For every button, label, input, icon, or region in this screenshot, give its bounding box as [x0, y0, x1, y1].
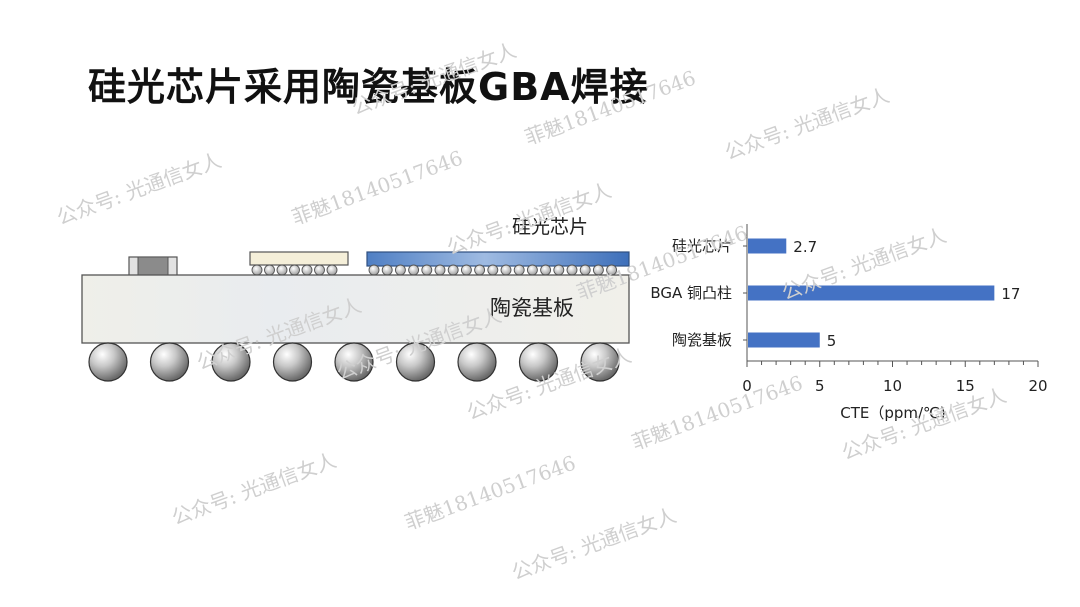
watermark-text: 菲魅18140517646	[522, 66, 699, 150]
x-tick-label: 5	[815, 377, 825, 395]
x-tick-label: 0	[742, 377, 752, 395]
small-component-core	[137, 256, 169, 277]
micro-bump	[447, 264, 459, 276]
micro-bump	[540, 264, 552, 276]
slide-title: 硅光芯片采用陶瓷基板GBA焊接	[88, 65, 649, 109]
micro-bump	[474, 264, 486, 276]
category-label: 硅光芯片	[672, 237, 732, 255]
x-axis-label: CTE（ppm/℃)	[840, 404, 946, 422]
watermark-text: 公众号: 光通信女人	[54, 148, 225, 230]
watermark-text: 菲魅18140517646	[289, 146, 466, 230]
micro-bump	[301, 264, 313, 276]
micro-bump	[394, 264, 406, 276]
micro-bump	[381, 264, 393, 276]
chip-label: 硅光芯片	[512, 216, 588, 238]
micro-bump	[264, 264, 275, 276]
x-tick-label: 20	[1028, 377, 1047, 395]
bar	[748, 285, 995, 301]
micro-bump	[408, 264, 420, 276]
micro-bump	[289, 264, 300, 276]
watermark-text: 菲魅18140517646	[402, 451, 579, 535]
category-label: BGA 铜凸柱	[650, 284, 732, 302]
value-label: 17	[1001, 285, 1020, 303]
watermark-text: 公众号: 光通信女人	[444, 178, 615, 260]
bga-ball	[211, 342, 251, 382]
watermark-text: 公众号: 光通信女人	[349, 38, 520, 120]
bga-solder-balls	[88, 342, 620, 382]
bga-ball	[457, 342, 497, 382]
bar	[748, 238, 787, 254]
watermark-text: 公众号: 光通信女人	[169, 448, 340, 530]
micro-bump	[487, 264, 499, 276]
micro-bump	[326, 264, 338, 276]
bga-ball	[580, 342, 620, 382]
substrate-label: 陶瓷基板	[490, 296, 574, 320]
watermark-text: 公众号: 光通信女人	[509, 503, 680, 585]
bga-ball	[395, 342, 436, 382]
watermark-text: 公众号: 光通信女人	[839, 383, 1010, 465]
micro-bump	[421, 264, 433, 276]
silicon-photonic-chip	[366, 251, 630, 267]
bga-ball	[272, 342, 313, 382]
bga-ball	[334, 342, 374, 382]
secondary-die	[249, 251, 349, 266]
watermark-text: 公众号: 光通信女人	[722, 83, 893, 165]
package-diagram: 硅光芯片 陶瓷基板	[81, 216, 630, 382]
micro-bump	[314, 264, 325, 276]
category-label: 陶瓷基板	[672, 331, 732, 349]
micro-bump	[579, 264, 591, 276]
ceramic-substrate	[81, 274, 630, 344]
value-label: 2.7	[793, 238, 817, 256]
micro-bump	[566, 264, 578, 276]
bar	[748, 332, 820, 348]
value-label: 5	[827, 332, 837, 350]
micro-bump	[553, 264, 565, 276]
micro-bumps	[251, 264, 618, 276]
micro-bump	[513, 264, 525, 276]
bga-ball	[88, 342, 128, 382]
x-axis-ticks: 0 5 10 15 20	[742, 361, 1048, 395]
x-tick-label: 15	[956, 377, 975, 395]
x-tick-label: 10	[883, 377, 902, 395]
bga-ball	[149, 342, 190, 382]
micro-bump	[276, 264, 288, 276]
micro-bump	[434, 264, 446, 276]
bga-ball	[518, 342, 559, 382]
watermark-text: 菲魅18140517646	[629, 371, 806, 455]
micro-bump	[526, 264, 538, 276]
micro-bump	[500, 264, 512, 276]
micro-bump	[251, 264, 263, 276]
micro-bump	[460, 264, 472, 276]
micro-bump	[368, 264, 380, 276]
